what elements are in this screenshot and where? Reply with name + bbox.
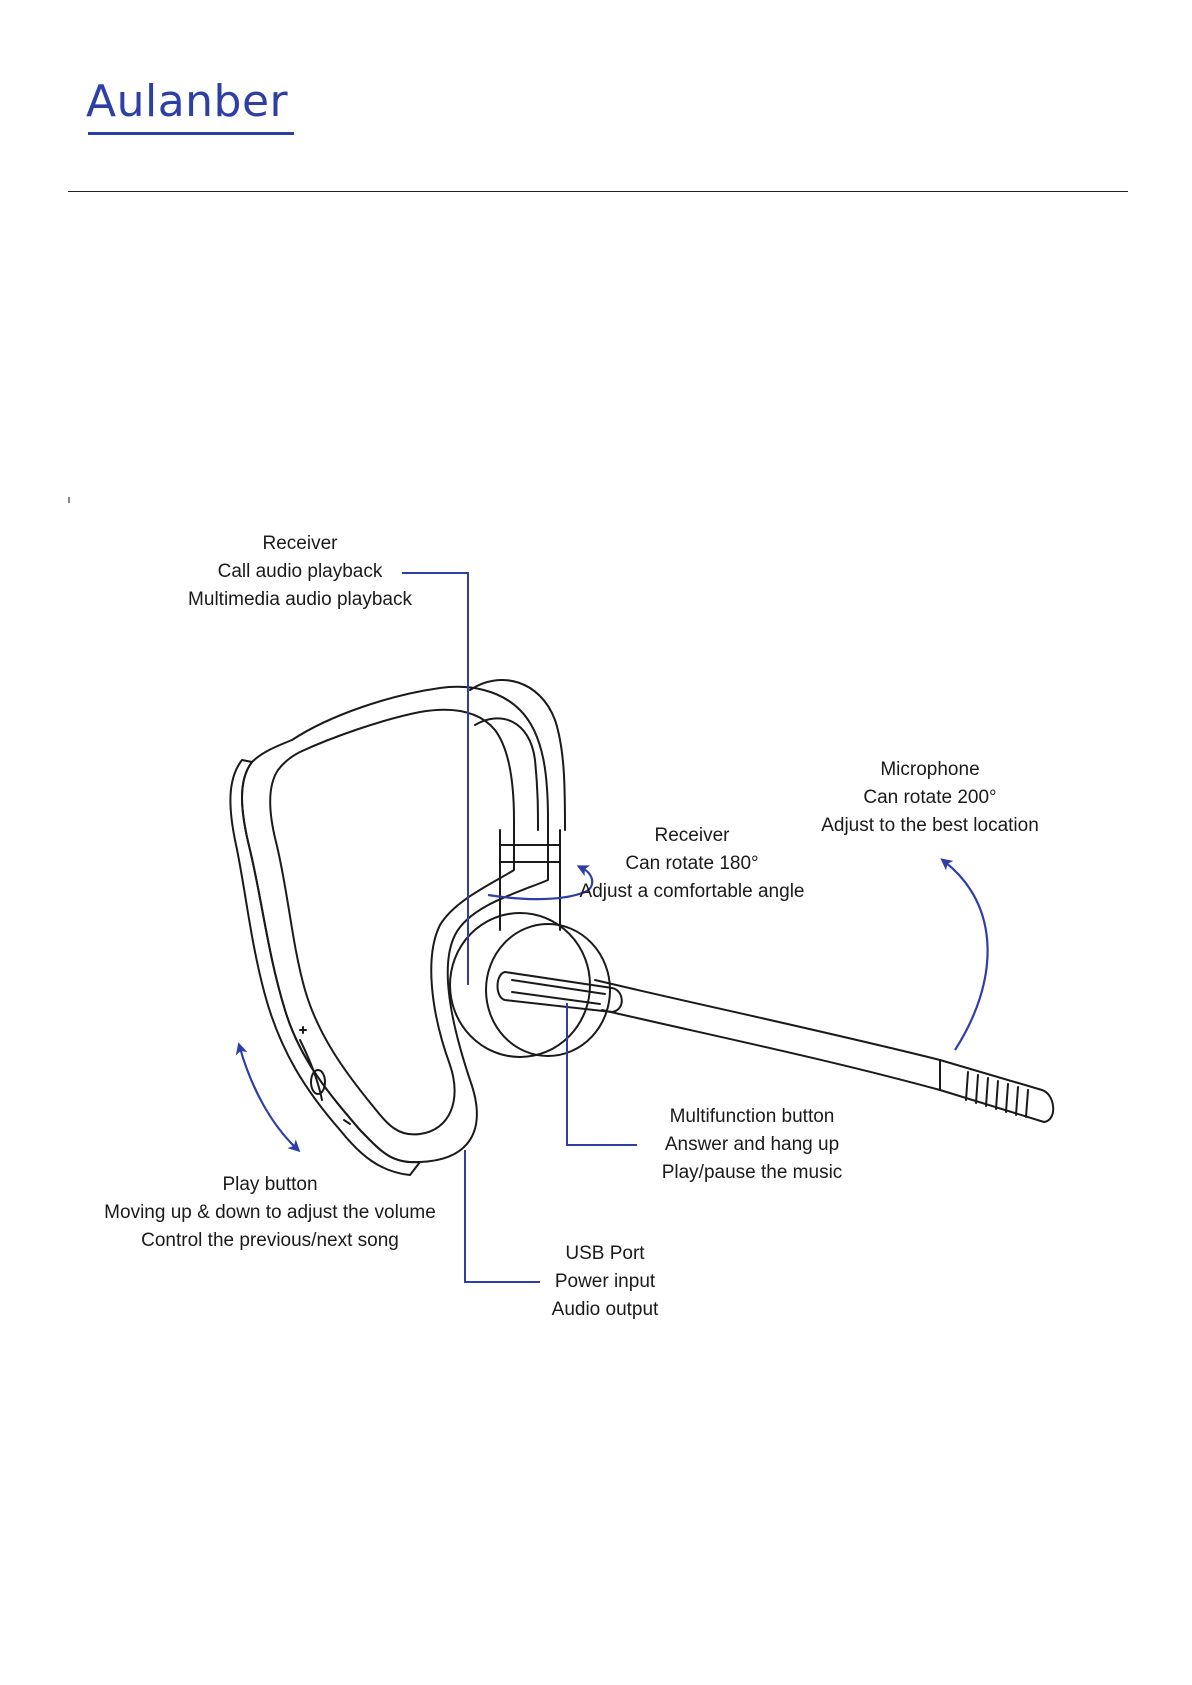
callout-microphone: Microphone Can rotate 200° Adjust to the… xyxy=(805,756,1055,840)
header-divider xyxy=(68,191,1128,192)
arrow-play-button xyxy=(235,1042,301,1153)
callout-microphone-line-1: Can rotate 200° xyxy=(863,787,997,808)
receiver-ring-front xyxy=(485,923,611,1057)
headset-illustration xyxy=(229,679,1055,1176)
callout-play-button: Play button Moving up & down to adjust t… xyxy=(80,1171,460,1255)
leader-receiver-top xyxy=(402,572,469,985)
callout-microphone-title: Microphone xyxy=(880,759,980,780)
side-mark-minus xyxy=(343,1119,351,1125)
receiver-ring-back xyxy=(449,912,591,1058)
callout-microphone-line-2: Adjust to the best location xyxy=(821,815,1039,836)
brand-logo-underline xyxy=(88,132,294,135)
boom-arm-top xyxy=(594,979,941,1061)
callout-multifunction-line-1: Answer and hang up xyxy=(664,1134,840,1155)
callout-receiver-rotate-title: Receiver xyxy=(654,825,730,846)
ear-hook-outer xyxy=(469,679,566,831)
callout-usb-port-line-2: Audio output xyxy=(551,1299,659,1320)
leader-lines xyxy=(402,572,637,1283)
boom-arm-bottom xyxy=(601,1009,941,1091)
ear-hook-inner xyxy=(474,717,539,831)
arrow-receiver-rotate xyxy=(487,865,594,901)
volume-rocker xyxy=(299,1039,323,1101)
microphone-tip xyxy=(939,1059,1055,1123)
callout-multifunction: Multifunction button Answer and hang up … xyxy=(637,1103,867,1187)
leader-usb-port xyxy=(464,1150,540,1283)
callout-receiver-top: Receiver Call audio playback Multimedia … xyxy=(175,530,425,614)
callout-usb-port-title: USB Port xyxy=(565,1243,645,1264)
multifunction-button-inner xyxy=(511,979,606,1005)
callout-receiver-top-line-1: Call audio playback xyxy=(217,561,383,582)
play-button-shape xyxy=(310,1069,326,1095)
body-side-face xyxy=(229,759,421,1176)
receiver-stem-band xyxy=(499,844,561,863)
callout-play-button-title: Play button xyxy=(222,1174,318,1195)
callout-usb-port-line-1: Power input xyxy=(554,1271,656,1292)
callout-receiver-rotate: Receiver Can rotate 180° Adjust a comfor… xyxy=(557,822,827,906)
callout-receiver-top-title: Receiver xyxy=(262,533,338,554)
callout-multifunction-title: Multifunction button xyxy=(669,1106,835,1127)
microphone-grille xyxy=(965,1071,1029,1118)
callout-multifunction-line-2: Play/pause the music xyxy=(661,1162,843,1183)
callout-receiver-rotate-line-2: Adjust a comfortable angle xyxy=(579,881,805,902)
body-shell-outer xyxy=(241,685,549,1164)
callout-play-button-line-1: Moving up & down to adjust the volume xyxy=(104,1202,436,1223)
arrow-microphone-rotate xyxy=(940,858,989,1051)
callout-usb-port: USB Port Power input Audio output xyxy=(540,1240,670,1324)
rotation-arrows xyxy=(235,858,989,1153)
stray-mark xyxy=(68,497,70,503)
body-groove xyxy=(269,708,515,1136)
side-mark-plus xyxy=(299,1026,307,1034)
callout-receiver-rotate-line-1: Can rotate 180° xyxy=(625,853,759,874)
receiver-stem xyxy=(499,829,561,931)
callout-play-button-line-2: Control the previous/next song xyxy=(141,1230,399,1251)
leader-multifunction xyxy=(566,1003,637,1146)
callout-receiver-top-line-2: Multimedia audio playback xyxy=(188,589,412,610)
brand-logo: Aulanber xyxy=(86,76,289,127)
